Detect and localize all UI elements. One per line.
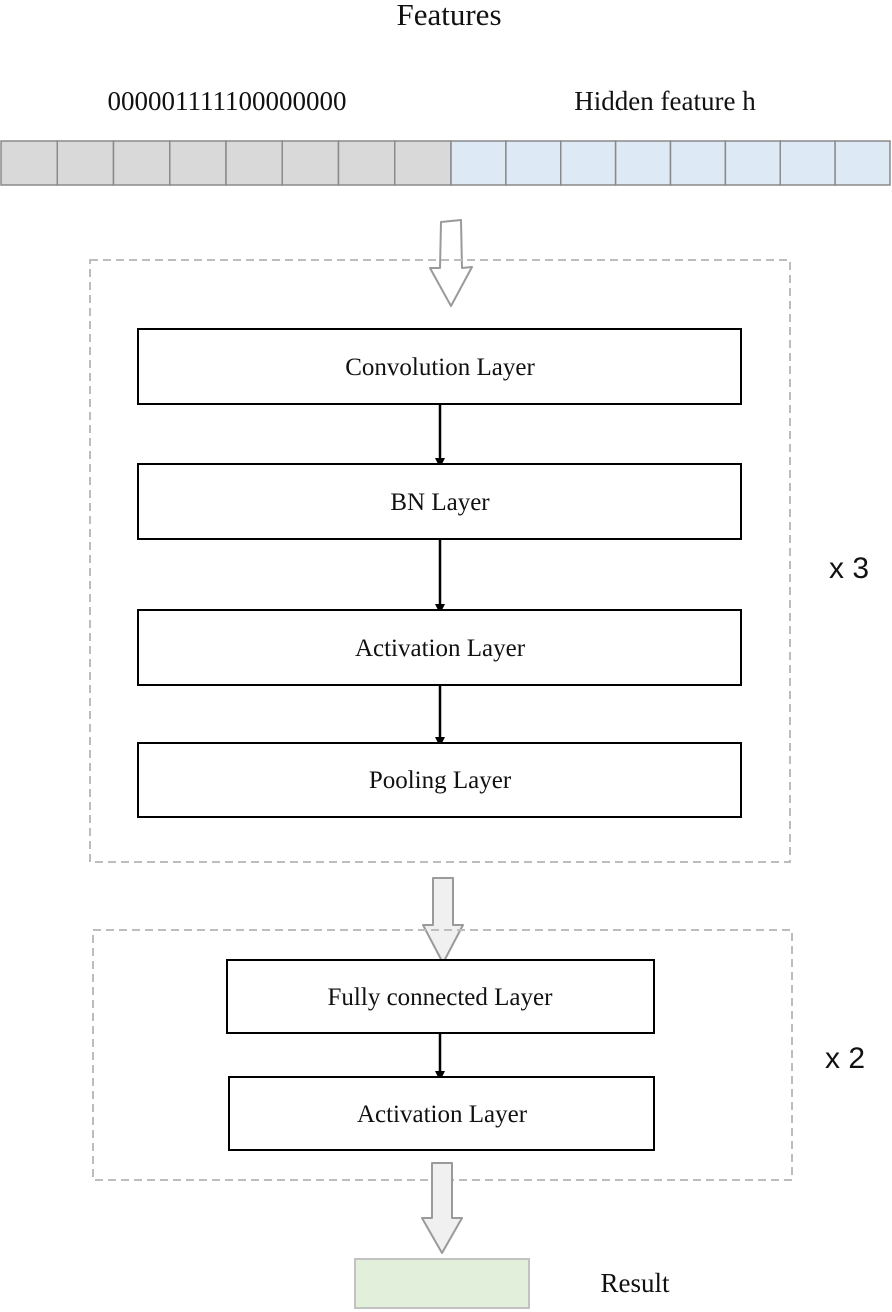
hidden-feature-label: Hidden feature h (574, 86, 756, 116)
convolution-layer-label: Convolution Layer (345, 354, 535, 381)
fc-repeat-label: x 2 (825, 1042, 865, 1075)
binary-feature-cell (281, 140, 340, 186)
result-label: Result (600, 1268, 670, 1298)
binary-feature-cell (0, 140, 58, 186)
result-box (354, 1258, 530, 1309)
fully-connected-layer-label: Fully connected Layer (328, 984, 554, 1011)
gray-arrow-to-result (421, 1162, 463, 1254)
pooling-layer-box (137, 742, 742, 818)
binary-feature-cell (225, 140, 283, 186)
activation-layer-label: Activation Layer (355, 635, 526, 662)
hidden-feature-cell (669, 140, 727, 186)
hidden-feature-cell (834, 140, 891, 186)
fc-activation-layer-box (228, 1076, 655, 1151)
bn-layer-box (137, 463, 742, 540)
hidden-feature-cell (450, 140, 507, 186)
gray-arrow-to-fc (422, 877, 464, 964)
fc-block-container (92, 929, 793, 1181)
binary-feature-cell (337, 140, 396, 186)
fc-activation-layer-label: Activation Layer (357, 1101, 528, 1128)
conv-repeat-label: x 3 (829, 552, 869, 585)
activation-layer-box (137, 609, 742, 686)
binary-feature-label: 000001111100000000 (108, 86, 347, 116)
feature-vector (0, 140, 891, 186)
diagram-title: Features (396, 0, 501, 32)
hidden-feature-cell (724, 140, 781, 186)
hidden-feature-cell (779, 140, 836, 186)
hollow-arrow-input (429, 219, 473, 307)
binary-feature-cell (169, 140, 227, 186)
hidden-feature-cell (505, 140, 562, 186)
bn-layer-label: BN Layer (390, 489, 490, 516)
pooling-layer-label: Pooling Layer (369, 767, 512, 794)
hidden-feature-cell (614, 140, 672, 186)
binary-feature-cell (112, 140, 171, 186)
conv-block-container (89, 259, 791, 863)
binary-feature-cell (56, 140, 115, 186)
hidden-feature-cell (560, 140, 617, 186)
binary-feature-cell (394, 140, 452, 186)
